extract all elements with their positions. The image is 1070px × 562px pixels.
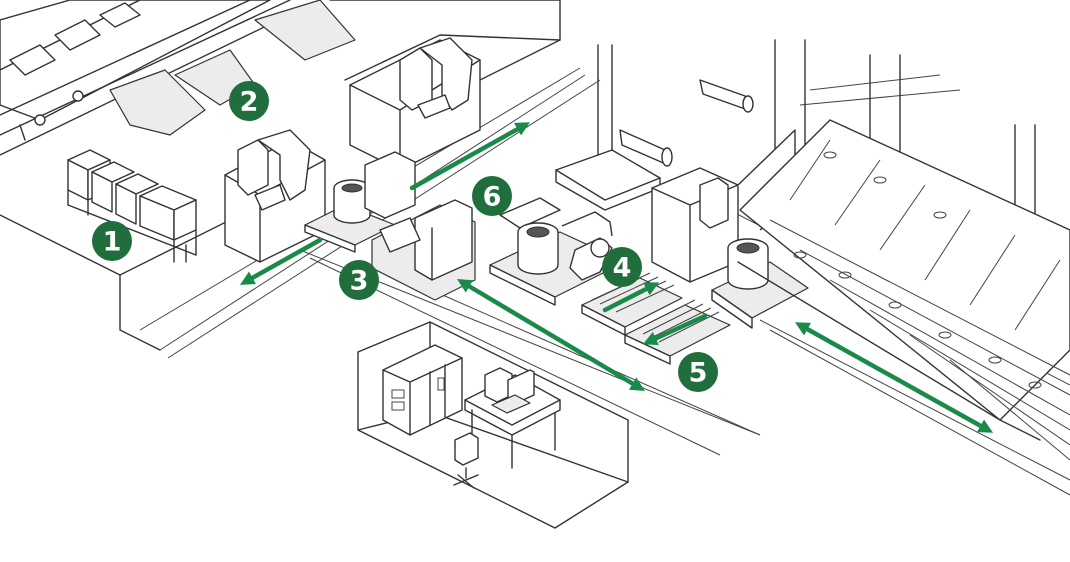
conveyor-arrow-icon bbox=[409, 122, 531, 191]
control-cabinet-icon bbox=[414, 199, 473, 281]
badge-4-label: 4 bbox=[613, 253, 632, 284]
overhead-gantry bbox=[0, 0, 561, 156]
badge-1: 1 bbox=[92, 221, 132, 261]
badge-2: 2 bbox=[229, 81, 269, 121]
material-bins bbox=[67, 149, 197, 263]
badge-6-label: 6 bbox=[483, 182, 502, 213]
badge-3-label: 3 bbox=[350, 266, 369, 297]
robot-arm-right bbox=[349, 37, 481, 171]
flow-arrows bbox=[239, 122, 994, 433]
badge-5: 5 bbox=[678, 352, 718, 392]
robot-arm-left bbox=[224, 129, 326, 263]
control-cabinet-cart bbox=[371, 199, 476, 301]
center-crucible-jig bbox=[489, 197, 626, 306]
badge-6: 6 bbox=[472, 176, 512, 216]
robot-arm-icon bbox=[237, 139, 269, 196]
badge-4: 4 bbox=[602, 247, 642, 287]
furnace-line bbox=[555, 39, 1070, 461]
badge-5-label: 5 bbox=[689, 358, 708, 389]
transfer-cart bbox=[304, 151, 416, 253]
control-room bbox=[357, 321, 629, 529]
office-chair-icon bbox=[454, 432, 479, 466]
badge-2-label: 2 bbox=[240, 87, 259, 118]
badge-3: 3 bbox=[339, 260, 379, 300]
badge-1-label: 1 bbox=[103, 227, 122, 258]
